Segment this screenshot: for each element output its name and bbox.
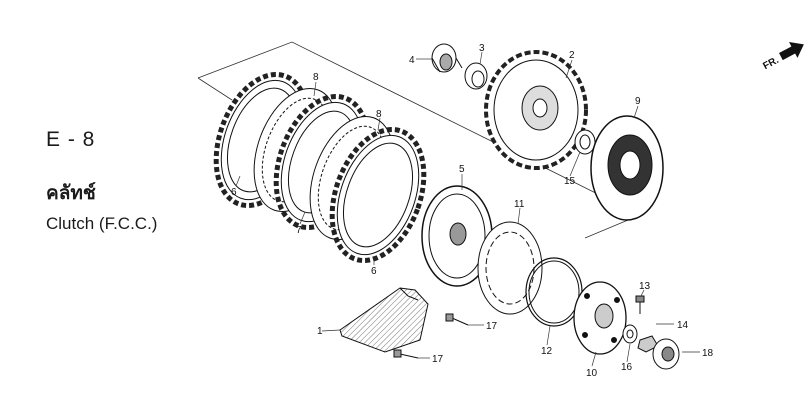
lock-nut-14 (637, 335, 659, 353)
callout-17-lower: 17 (432, 354, 444, 365)
oil-guide-1 (339, 287, 429, 353)
clutch-outer-2 (484, 50, 588, 170)
callout-3: 3 (479, 43, 485, 54)
needle-bearing-3 (464, 62, 488, 90)
bolt-17-lower (393, 349, 419, 359)
pressure-plate-9 (590, 115, 664, 221)
callout-18: 18 (702, 348, 714, 359)
bolt-17-upper (445, 313, 469, 326)
front-direction-arrow: FR. (761, 42, 804, 72)
callout-4: 4 (409, 55, 415, 66)
callout-17-upper: 17 (486, 321, 498, 332)
washer-15 (574, 129, 596, 155)
callout-10: 10 (586, 368, 598, 379)
spring-seat-11 (477, 221, 543, 315)
bushing-4 (431, 43, 463, 73)
friction-disc-6-right (329, 127, 427, 263)
callout-5: 5 (459, 164, 465, 175)
washer-16 (622, 324, 638, 344)
callout-13: 13 (639, 281, 651, 292)
bearing-18 (652, 338, 680, 370)
callout-14: 14 (677, 320, 689, 331)
section-title-english: Clutch (F.C.C.) (46, 214, 158, 233)
front-label: FR. (761, 55, 781, 72)
section-title-thai: คลัทช์ (46, 182, 96, 204)
callout-1: 1 (317, 326, 323, 337)
callout-7: 7 (296, 225, 302, 236)
callout-12: 12 (541, 346, 553, 357)
callout-11: 11 (514, 199, 525, 210)
callout-6-right: 6 (371, 266, 377, 277)
callout-15: 15 (564, 176, 576, 187)
assembly-group-outline-left (197, 77, 233, 101)
leader-lines (235, 51, 700, 367)
callout-8-left: 8 (313, 72, 319, 83)
callout-2: 2 (569, 50, 575, 61)
callout-16: 16 (621, 362, 633, 373)
assembly-group-outline (197, 41, 641, 239)
callout-8-right: 8 (376, 109, 382, 120)
section-code: E - 8 (46, 128, 96, 151)
callout-9: 9 (635, 96, 641, 107)
callout-6-left: 6 (231, 187, 237, 198)
bolt-13 (635, 295, 645, 314)
lifter-plate-10 (573, 281, 627, 355)
